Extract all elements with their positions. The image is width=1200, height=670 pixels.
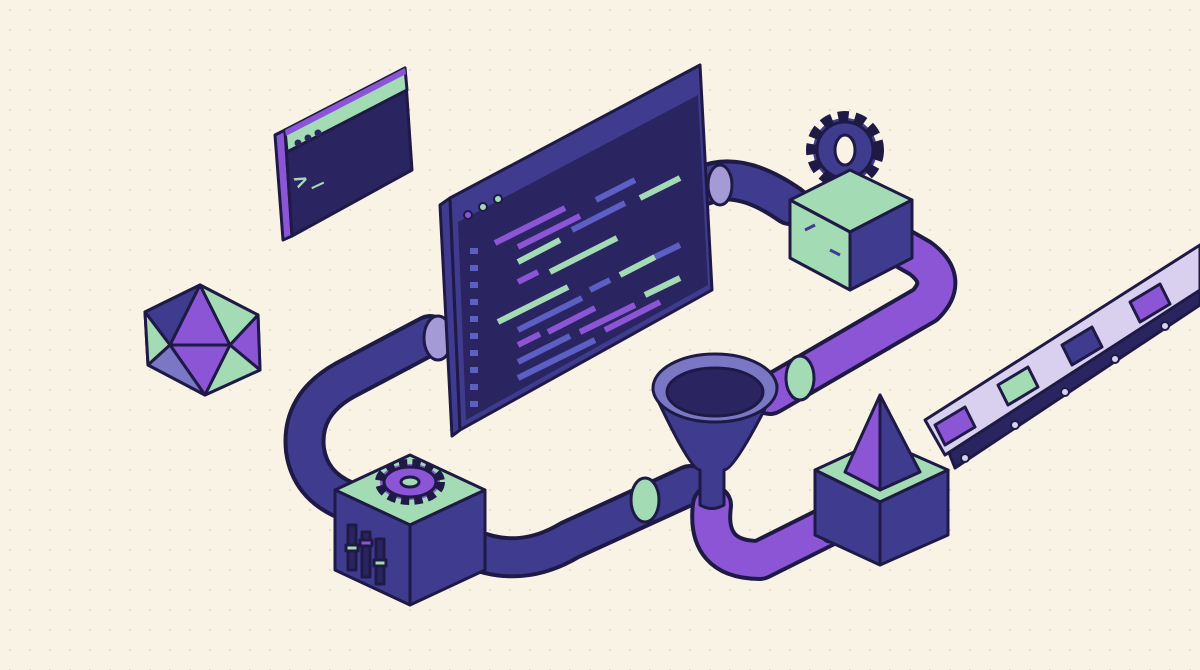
sliders-icon xyxy=(344,523,388,586)
pipe-ring xyxy=(629,476,661,524)
settings-cube xyxy=(333,453,487,607)
gear-cube xyxy=(788,111,914,292)
pipe-gear-cube-to-funnel xyxy=(749,217,958,416)
gear-icon xyxy=(375,459,445,505)
pipe-ring xyxy=(706,163,734,207)
code-editor-monitor xyxy=(438,63,714,438)
terminal-window: >_ xyxy=(273,66,414,242)
conveyor-belt xyxy=(923,243,1200,470)
pyramid-cube xyxy=(813,393,950,567)
window-dot xyxy=(463,210,473,220)
window-dot xyxy=(478,202,488,212)
icosahedron-shape xyxy=(143,283,262,397)
pipe-funnel-to-pyramid-cube xyxy=(690,484,851,581)
gear-icon xyxy=(806,111,884,189)
line-gutter xyxy=(470,248,478,407)
window-dot xyxy=(314,129,322,137)
window-dot xyxy=(493,194,503,204)
sync-arrows-icon xyxy=(804,223,841,257)
pipe-monitor-to-cube xyxy=(283,314,451,521)
image-tile xyxy=(933,282,1172,447)
window-dot xyxy=(304,134,312,142)
window-dot xyxy=(294,139,302,147)
code-lines xyxy=(493,175,682,381)
pipe-ring xyxy=(784,354,816,402)
roller xyxy=(960,321,1170,463)
funnel xyxy=(651,352,779,510)
